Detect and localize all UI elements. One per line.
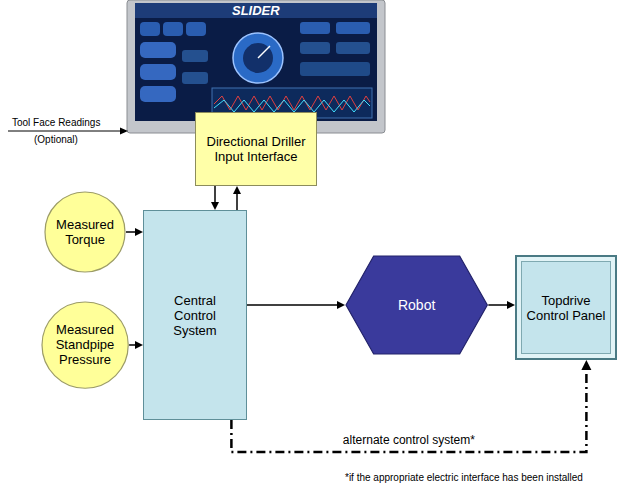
arrow-head: [507, 301, 515, 309]
arrow-connector: [247, 301, 345, 309]
shape-outline: [42, 302, 128, 388]
arrow-head: [135, 228, 143, 236]
panel-box: Topdrive Control Panel: [515, 255, 617, 360]
interface-box: Directional Driller Input Interface: [195, 112, 317, 186]
node-label: Central Control System: [160, 293, 230, 338]
arrow-connector: [233, 186, 241, 210]
arrow-connector: [488, 301, 515, 309]
control-box: Central Control System: [143, 210, 247, 420]
connector-line: [126, 231, 136, 233]
connector-line: [214, 186, 216, 203]
node-label: Topdrive Control Panel: [522, 293, 610, 323]
arrow-head: [211, 202, 219, 210]
shape-outline: [346, 256, 487, 354]
node-label: Robot: [377, 297, 457, 314]
screen-title: SLIDER: [232, 3, 280, 18]
connector-line: [247, 304, 338, 306]
arrow-connector: [129, 341, 143, 349]
arrow-head: [581, 360, 591, 370]
connector-line: [129, 344, 136, 346]
arrow-head: [135, 341, 143, 349]
connector-line: [488, 304, 508, 306]
connector-line: [231, 369, 586, 452]
shape-outline: [45, 192, 125, 272]
footnote: *if the appropriate electric interface h…: [345, 472, 583, 484]
arrow-connector: [126, 228, 143, 236]
arrow-head: [337, 301, 345, 309]
input-label: Tool Face Readings: [12, 117, 100, 129]
dashed-connector: [231, 360, 591, 452]
node-label: Measured Standpipe Pressure: [53, 322, 117, 367]
input-note: (Optional): [34, 134, 78, 146]
input-circle: Measured Torque: [44, 191, 126, 273]
node-label: Measured Torque: [53, 217, 117, 247]
robot-hexagon: Robot: [345, 255, 488, 355]
node-label: Directional Driller Input Interface: [204, 134, 308, 164]
arrow-connector: [211, 186, 219, 210]
connector-line: [236, 193, 238, 210]
input-circle: Measured Standpipe Pressure: [41, 301, 129, 389]
arrow-head: [233, 186, 241, 194]
edge-label: alternate control system*: [341, 433, 477, 447]
